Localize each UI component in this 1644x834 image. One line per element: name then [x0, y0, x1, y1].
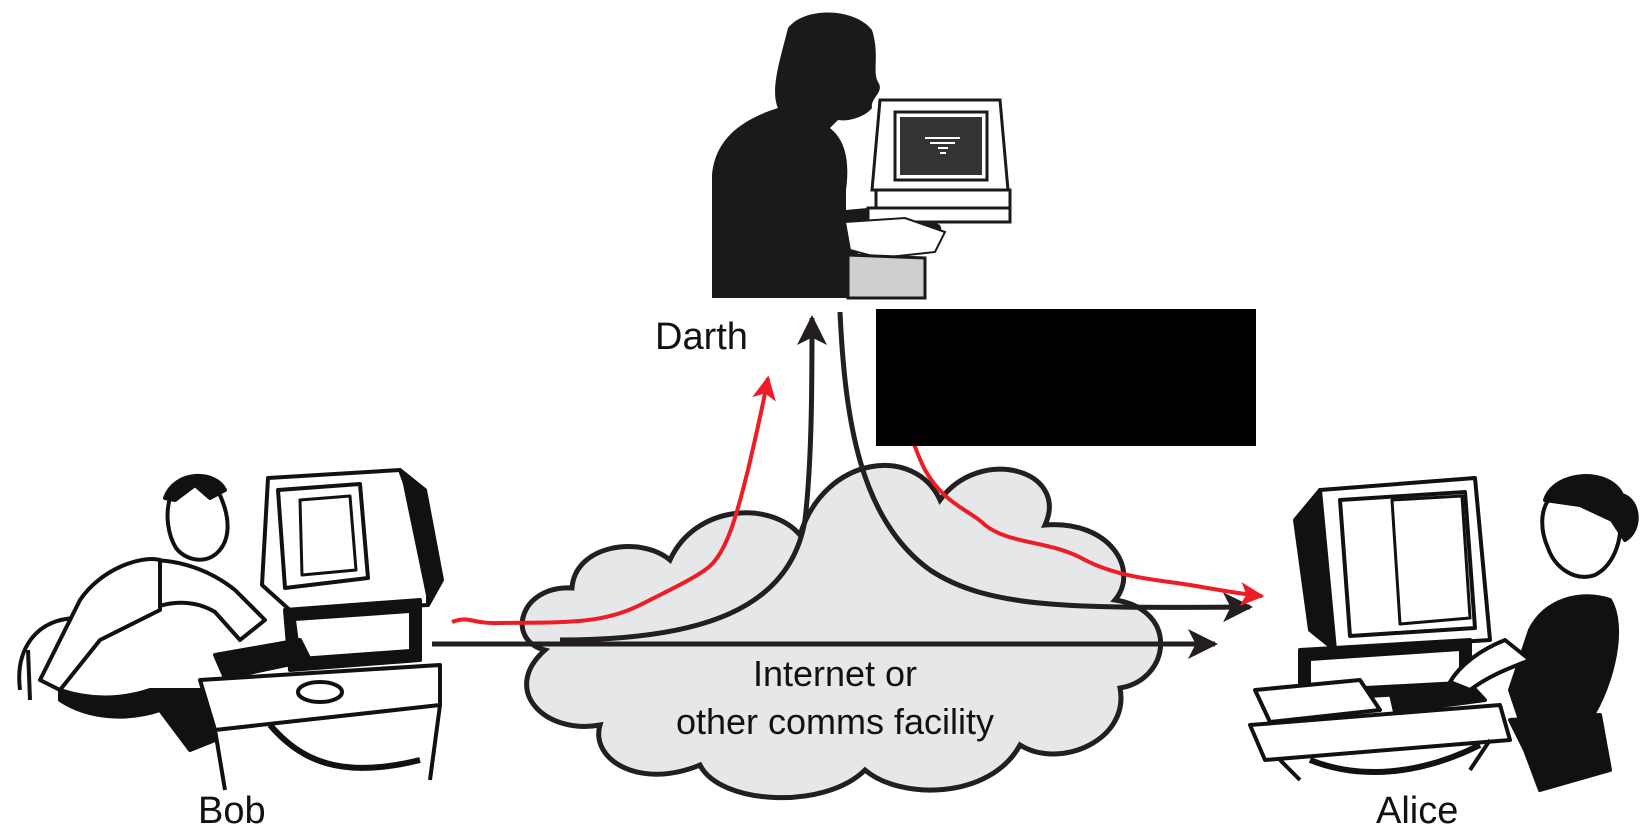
cloud-caption: Internet or other comms facility — [640, 650, 1030, 746]
alice-label: Alice — [1376, 790, 1459, 832]
darth-label: Darth — [655, 316, 748, 358]
darth-to-alice-arrow — [837, 311, 1253, 623]
bob-label: Bob — [198, 790, 266, 832]
redaction-box — [876, 309, 1256, 446]
bob-to-darth-arrow — [559, 315, 827, 643]
network-cloud — [519, 463, 1164, 801]
intercept-path-to-darth — [451, 375, 776, 626]
darth-at-terminal-icon — [712, 12, 1012, 300]
cloud-caption-line1: Internet or — [752, 653, 918, 694]
alice-at-computer-icon — [1248, 474, 1639, 792]
cloud-caption-line2: other comms facility — [675, 701, 995, 742]
bob-at-computer-icon — [17, 468, 444, 791]
